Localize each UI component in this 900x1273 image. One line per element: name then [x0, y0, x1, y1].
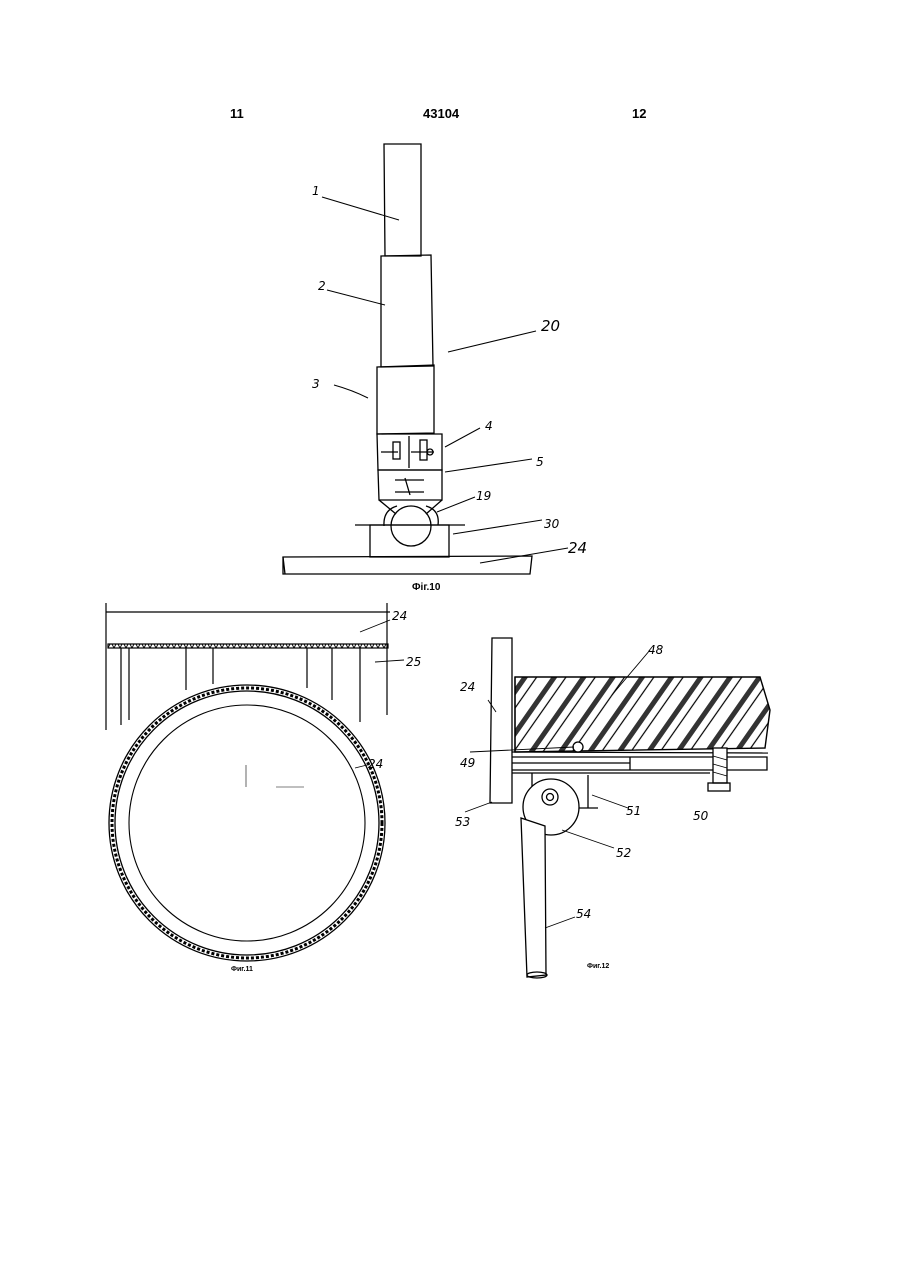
fig12-label-51: 51	[626, 804, 641, 818]
fig12-label-53: 53	[455, 815, 470, 829]
fig12-label-54: 54	[576, 907, 591, 921]
fig12-label-24: 24	[460, 680, 475, 694]
fig12-label-48: 48	[648, 643, 664, 657]
fig12-label-49: 49	[460, 756, 475, 770]
fig12-label-50: 50	[693, 809, 709, 823]
figure-12: 24 48 49 53 51 50 52 54 Фиг.12	[0, 0, 900, 1000]
fig12-caption: Фиг.12	[587, 963, 609, 970]
fig12-label-52: 52	[616, 846, 631, 860]
